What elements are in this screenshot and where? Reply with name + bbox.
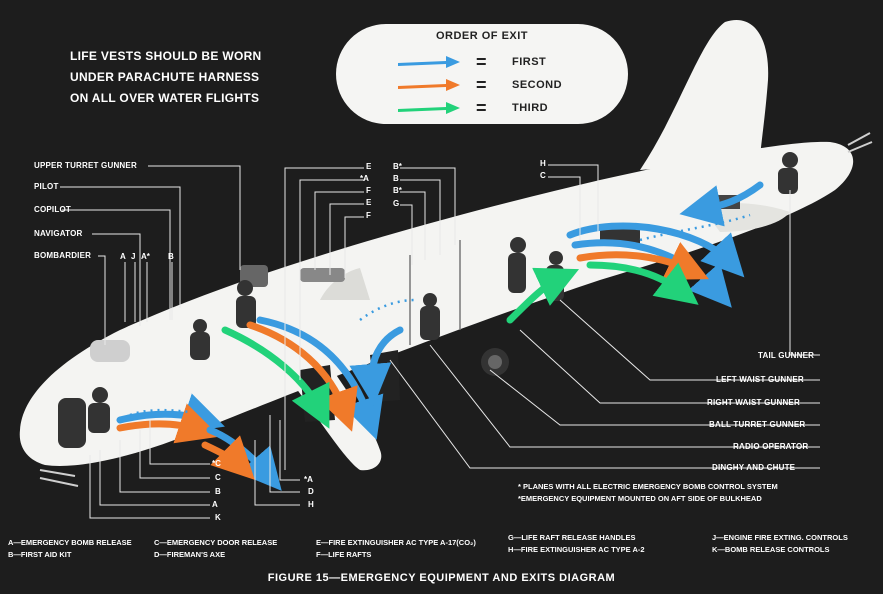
label-copilot: COPILOT (34, 205, 71, 214)
key-item-h: H—FIRE EXTINGUISHER AC TYPE A-2 (508, 545, 645, 554)
note-line: LIFE VESTS SHOULD BE WORN (70, 49, 262, 63)
label-left-waist-gunner: LEFT WAIST GUNNER (716, 375, 804, 384)
letter-marker: *C (212, 459, 221, 468)
life-vest-note: LIFE VESTS SHOULD BE WORN UNDER PARACHUT… (70, 46, 310, 109)
letter-marker: A (120, 252, 126, 261)
footnote-electric-bomb-control: * PLANES WITH ALL ELECTRIC EMERGENCY BOM… (518, 482, 778, 491)
note-line: UNDER PARACHUTE HARNESS (70, 70, 260, 84)
letter-marker: E (366, 198, 372, 207)
wing-root (320, 268, 370, 300)
key-item-c: C—EMERGENCY DOOR RELEASE (154, 538, 278, 547)
equals-sign: = (476, 51, 487, 72)
label-right-waist-gunner: RIGHT WAIST GUNNER (707, 398, 800, 407)
letter-marker: D (308, 487, 314, 496)
letter-marker: H (308, 500, 314, 509)
equals-sign: = (476, 97, 487, 118)
letter-marker: *A (304, 475, 313, 484)
note-line: ON ALL OVER WATER FLIGHTS (70, 91, 260, 105)
legend-row-first: = FIRST (396, 52, 546, 72)
key-item-d: D—FIREMAN'S AXE (154, 550, 226, 559)
label-navigator: NAVIGATOR (34, 229, 83, 238)
label-ball-turret-gunner: BALL TURRET GUNNER (709, 420, 806, 429)
green-arrow-icon (398, 102, 460, 114)
letter-marker: B* (393, 162, 402, 171)
letter-marker: B* (393, 186, 402, 195)
letter-marker: C (215, 473, 221, 482)
letter-marker: A (212, 500, 218, 509)
figure-caption: FIGURE 15—EMERGENCY EQUIPMENT AND EXITS … (267, 572, 616, 584)
legend-label: FIRST (512, 56, 547, 68)
legend-title: ORDER OF EXIT (435, 30, 529, 42)
letter-marker: B (393, 174, 399, 183)
crew-figures (58, 152, 798, 448)
legend-label: THIRD (512, 102, 549, 114)
key-item-k: K—BOMB RELEASE CONTROLS (712, 545, 830, 554)
legend-row-second: = SECOND (396, 75, 562, 95)
exit-order-legend: ORDER OF EXIT = FIRST = SECOND = THIRD (336, 24, 628, 124)
orange-arrow-icon (398, 79, 460, 91)
legend-label: SECOND (512, 79, 563, 91)
label-pilot: PILOT (34, 182, 59, 191)
key-item-e: E—FIRE EXTINGUISHER AC TYPE A-17(CO₂) (316, 538, 476, 547)
letter-marker: B (168, 252, 174, 261)
letter-marker: J (131, 252, 136, 261)
key-item-j: J—ENGINE FIRE EXTING. CONTROLS (712, 533, 848, 542)
key-item-a: A—EMERGENCY BOMB RELEASE (8, 538, 132, 547)
blue-arrow-icon (398, 56, 460, 68)
letter-marker: K (215, 513, 221, 522)
letter-marker: E (366, 162, 372, 171)
footnote-bulkhead-equipment: *EMERGENCY EQUIPMENT MOUNTED ON AFT SIDE… (518, 494, 762, 503)
letter-marker: F (366, 211, 371, 220)
letter-marker: C (540, 171, 546, 180)
fuselage (19, 141, 854, 466)
label-dinghy-and-chute: DINGHY AND CHUTE (712, 463, 796, 472)
label-tail-gunner: TAIL GUNNER (758, 351, 815, 360)
letter-marker: H (540, 159, 546, 168)
letter-marker: B (215, 487, 221, 496)
legend-row-third: = THIRD (396, 98, 548, 118)
key-item-b: B—FIRST AID KIT (8, 550, 72, 559)
key-item-g: G—LIFE RAFT RELEASE HANDLES (508, 533, 636, 542)
key-item-f: F—LIFE RAFTS (316, 550, 372, 559)
label-upper-turret-gunner: UPPER TURRET GUNNER (34, 161, 137, 170)
label-radio-operator: RADIO OPERATOR (733, 442, 809, 451)
label-bombardier: BOMBARDIER (34, 251, 92, 260)
letter-marker: A* (141, 252, 150, 261)
tail-fin (640, 19, 769, 171)
letter-marker: *A (360, 174, 369, 183)
letter-marker: F (366, 186, 371, 195)
letter-marker: G (393, 199, 400, 208)
equals-sign: = (476, 74, 487, 95)
